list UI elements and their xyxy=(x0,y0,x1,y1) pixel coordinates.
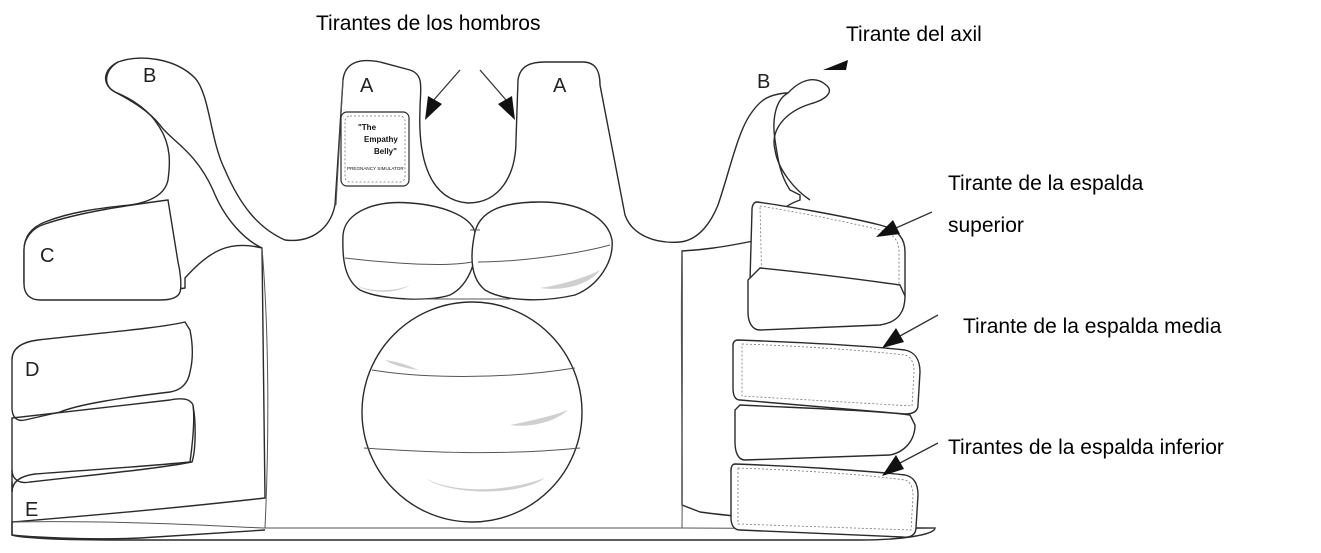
breast-cup-right-shade xyxy=(540,270,600,289)
letter-b-left: B xyxy=(143,65,156,87)
label-upper-back-strap-line2: superior xyxy=(948,214,1024,237)
breast-cup-left xyxy=(342,201,477,300)
letter-b-right: B xyxy=(757,71,770,93)
breast-cup-right-seam xyxy=(477,244,611,263)
belly-seam-upper xyxy=(371,367,576,377)
label-middle-back-strap: Tirante de la espalda media xyxy=(963,315,1222,338)
strap-between-2 xyxy=(734,404,916,461)
armpit-arrow-head xyxy=(823,60,848,70)
shoulder-arrow-left-line xyxy=(431,69,461,103)
right-b-wing xyxy=(773,79,831,201)
letter-e: E xyxy=(25,499,38,521)
belly-shade-3 xyxy=(425,478,545,492)
lower-back-strap xyxy=(730,463,919,538)
strap-e-bottom xyxy=(11,482,266,540)
letter-a-right: A xyxy=(553,75,567,97)
tag-line-1: "The xyxy=(358,123,377,132)
lower-back-arrow xyxy=(882,442,939,476)
label-upper-back-strap-line1: Tirante de la espalda xyxy=(948,172,1144,195)
upper-back-arrow-head xyxy=(876,220,900,237)
tag-line-3: Belly" xyxy=(374,147,397,156)
torso-panel-left-line xyxy=(261,247,269,529)
right-straps xyxy=(730,201,921,538)
belly-shade-2 xyxy=(510,410,568,426)
shoulder-arrow-left-head xyxy=(425,96,442,120)
shoulder-arrow-right-head xyxy=(498,96,515,120)
label-armpit-strap: Tirante del axil xyxy=(846,23,982,46)
empathy-belly-tag: "The Empathy Belly" PREGNANCY SIMULATOR xyxy=(340,111,410,187)
torso-panel-right-line xyxy=(680,250,683,529)
shoulder-arrow-right-line xyxy=(479,69,507,101)
tag-line-2: Empathy xyxy=(364,135,398,144)
upper-back-arrow xyxy=(876,211,933,237)
letter-c: C xyxy=(40,245,54,267)
label-shoulder-straps: Tirantes de los hombros xyxy=(316,12,541,35)
letter-a-left: A xyxy=(360,75,374,97)
lower-back-arrow-head xyxy=(882,455,904,476)
breast-cup-left-shade xyxy=(355,285,410,292)
middle-back-strap xyxy=(732,339,921,415)
breast-cup-left-seam xyxy=(344,257,473,266)
strap-c-shape xyxy=(23,199,182,301)
shoulder-strap-arrows xyxy=(425,69,515,120)
lower-back-strap-inner xyxy=(737,467,914,531)
label-lower-back-straps: Tirantes de la espalda inferior xyxy=(948,436,1224,459)
strap-between-1 xyxy=(747,267,906,331)
belly-shade-1 xyxy=(385,360,418,370)
left-a-strap-inner xyxy=(335,79,344,206)
upper-back-strap-inner xyxy=(759,205,900,293)
breast-cups xyxy=(342,201,613,301)
middle-back-arrow xyxy=(882,314,939,348)
strap-e-shape xyxy=(11,398,195,493)
belly-dome xyxy=(361,301,583,523)
belly-circle xyxy=(361,301,583,523)
strap-e-lower-edge xyxy=(11,405,196,484)
breast-cup-right xyxy=(471,201,613,301)
tag-line-4: PREGNANCY SIMULATOR xyxy=(347,166,404,171)
middle-back-strap-inner xyxy=(741,343,915,407)
belly-seam-lower xyxy=(363,447,581,454)
letter-d: D xyxy=(25,359,39,381)
middle-back-arrow-head xyxy=(882,328,904,348)
